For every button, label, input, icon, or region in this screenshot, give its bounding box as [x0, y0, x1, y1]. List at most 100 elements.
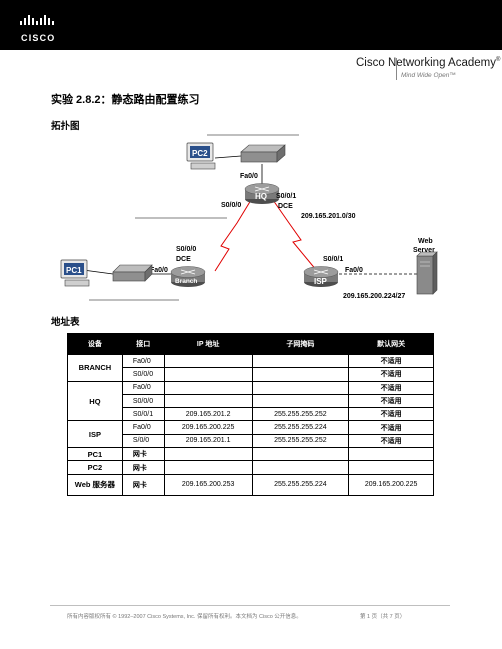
ip-cell: 209.165.201.1	[163, 433, 253, 449]
device-cell: ISP	[67, 420, 123, 449]
table-row: HQ Fa0/0 不适用	[67, 380, 434, 422]
hq-dce-label: DCE	[278, 203, 293, 210]
footer-copyright: 所有内容版权所有 © 1992–2007 Cisco Systems, Inc.…	[67, 614, 302, 620]
table-header-row: 设备 接口 IP 地址 子网掩码 默认网关	[67, 333, 434, 355]
ip-cell: 209.165.201.2	[163, 407, 253, 422]
interface-cell: S0/0/0	[121, 393, 165, 409]
web-server-label-line2: Server	[413, 247, 435, 254]
ip-cell	[163, 393, 253, 409]
lab-title: 实验 2.8.2：静态路由配置练习	[51, 94, 200, 106]
table-row: ISP Fa0/0 209.165.200.225 255.255.255.22…	[67, 420, 434, 449]
table-row: PC2 网卡	[67, 460, 434, 475]
mask-cell	[251, 460, 350, 475]
pc1-label: PC1	[66, 266, 82, 275]
device-cell: PC2	[67, 460, 123, 475]
mask-cell: 255.255.255.252	[251, 433, 350, 449]
mask-cell	[251, 353, 350, 369]
gateway-cell: 不适用	[348, 380, 434, 395]
gateway-cell: 不适用	[348, 420, 434, 435]
isp-network-label: 209.165.200.224/27	[343, 293, 405, 300]
gateway-cell: 不适用	[348, 407, 434, 422]
ip-cell	[163, 367, 253, 382]
hq-switch-icon	[240, 144, 286, 163]
device-cell: PC1	[67, 447, 123, 462]
networking-academy-logo: Cisco Networking Academy® Mind Wide Open…	[356, 57, 500, 85]
table-row: S0/0/1 209.165.201.2 255.255.255.252 不适用	[68, 407, 434, 422]
gateway-cell: 不适用	[348, 367, 434, 382]
mask-cell	[251, 367, 350, 382]
academy-separator	[396, 58, 397, 80]
interface-cell: 网卡	[121, 473, 165, 496]
serial-link-hq-isp	[272, 199, 318, 272]
academy-tagline: Mind Wide Open™	[401, 72, 456, 79]
branch-switch-icon	[112, 264, 153, 282]
gateway-cell: 不适用	[348, 393, 434, 409]
topology-diagram: PC2 HQ Fa0/0 S0/0/0 S0/0/1 DCE 209.165.2…	[55, 128, 455, 308]
pc2-icon	[186, 142, 216, 170]
ip-cell	[163, 353, 253, 369]
branch-s000-label: S0/0/0	[176, 246, 196, 253]
address-table: 设备 接口 IP 地址 子网掩码 默认网关 BRANCH Fa0/0 不适用 S…	[67, 333, 434, 496]
hq-fa-label: Fa0/0	[240, 173, 258, 180]
footer-page-number: 第 1 页（共 7 页）	[360, 614, 406, 620]
pc2-label: PC2	[192, 149, 208, 158]
pc1-icon	[60, 259, 90, 287]
interface-cell: S/0/0	[121, 433, 165, 449]
footer-divider	[50, 605, 450, 606]
gateway-cell	[348, 447, 434, 462]
device-cell: Web 服务器	[67, 473, 123, 496]
interface-cell: Fa0/0	[121, 353, 165, 369]
hq-router-icon	[244, 183, 280, 204]
table-row: S0/0/0 不适用	[68, 393, 434, 409]
col-interface: 接口	[121, 333, 165, 355]
ip-cell	[163, 460, 253, 475]
ip-cell: 209.165.200.225	[163, 420, 253, 435]
academy-name: Cisco Networking Academy®	[356, 57, 501, 69]
hq-s000-label: S0/0/0	[221, 202, 241, 209]
device-cell: BRANCH	[67, 354, 123, 382]
gateway-cell: 209.165.200.225	[348, 473, 434, 496]
table-row: BRANCH Fa0/0 不适用	[67, 353, 434, 382]
mask-cell: 255.255.255.224	[251, 420, 350, 435]
hq-isp-network-label: 209.165.201.0/30	[301, 213, 356, 220]
col-mask: 子网掩码	[251, 333, 350, 355]
interface-cell: 网卡	[121, 447, 165, 462]
table-row: S/0/0 209.165.201.1 255.255.255.252 不适用	[68, 433, 434, 449]
branch-label: Branch	[175, 278, 197, 285]
interface-cell: Fa0/0	[121, 380, 165, 395]
isp-fa-label: Fa0/0	[345, 267, 363, 274]
mask-cell: 255.255.255.252	[251, 407, 350, 422]
mask-cell	[251, 447, 350, 462]
mask-cell	[251, 380, 350, 395]
gateway-cell	[348, 460, 434, 475]
cisco-logo-icon	[20, 13, 56, 29]
interface-cell: S0/0/1	[121, 407, 165, 422]
interface-cell: 网卡	[121, 460, 165, 475]
branch-dce-label: DCE	[176, 256, 191, 263]
interface-cell: S0/0/0	[121, 367, 165, 382]
serial-link-hq-branch	[214, 199, 252, 272]
gateway-cell: 不适用	[348, 353, 434, 369]
section-topology-heading: 拓扑图	[51, 121, 80, 132]
ip-cell	[163, 380, 253, 395]
ip-cell	[163, 447, 253, 462]
isp-router-icon	[303, 266, 339, 287]
mask-cell	[251, 393, 350, 409]
col-device: 设备	[67, 333, 123, 355]
hq-label: HQ	[255, 192, 267, 201]
interface-cell: Fa0/0	[121, 420, 165, 435]
mask-cell: 255.255.255.224	[251, 473, 350, 496]
section-address-table-heading: 地址表	[51, 317, 80, 328]
header-bar: CISCO	[0, 0, 502, 50]
col-gateway: 默认网关	[348, 333, 434, 355]
table-row: PC1 网卡	[67, 447, 434, 462]
ip-cell: 209.165.200.253	[163, 473, 253, 496]
table-row: S0/0/0 不适用	[68, 367, 434, 382]
gateway-cell: 不适用	[348, 433, 434, 449]
branch-fa-label: Fa0/0	[150, 267, 168, 274]
web-server-icon	[416, 251, 438, 295]
branch-router-icon	[170, 266, 206, 287]
device-cell: HQ	[67, 380, 123, 422]
cisco-wordmark: CISCO	[21, 33, 56, 43]
isp-label: ISP	[314, 277, 328, 286]
